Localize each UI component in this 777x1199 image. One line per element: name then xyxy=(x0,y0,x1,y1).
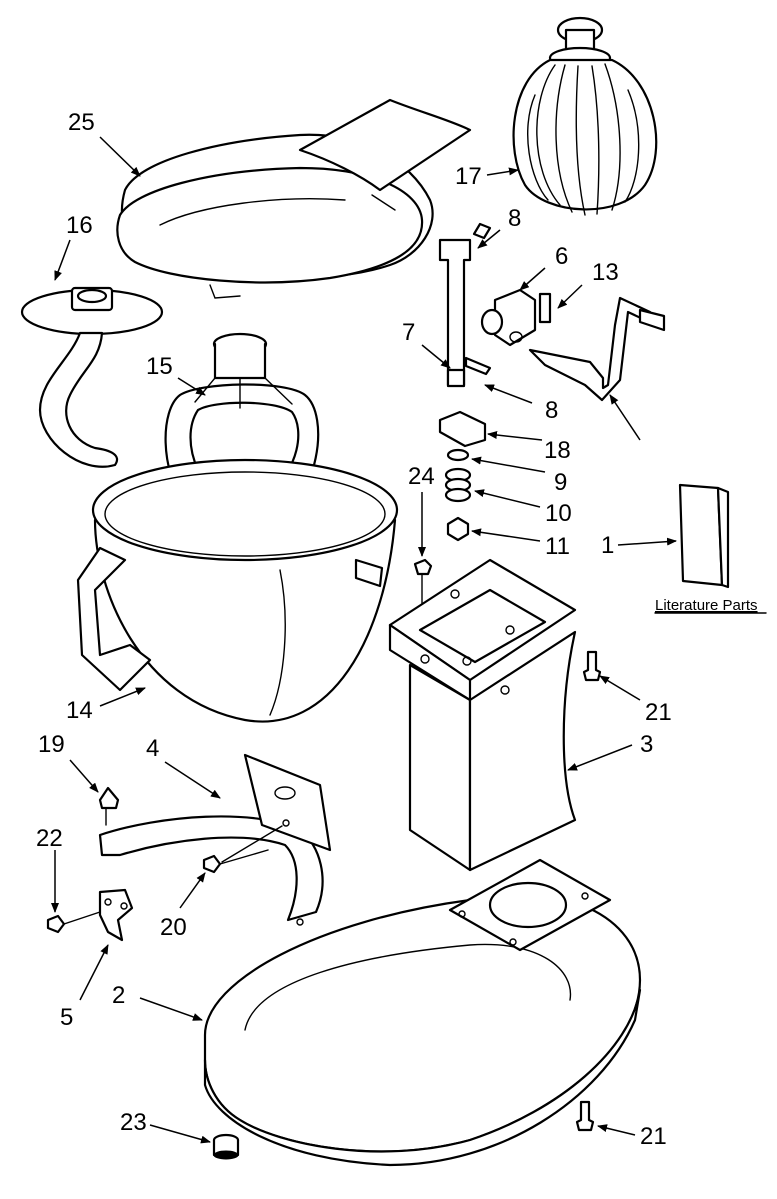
callout-7: 7 xyxy=(402,319,415,346)
part-screw-21-lower xyxy=(575,1100,595,1132)
callout-10: 10 xyxy=(545,500,572,527)
part-pouring-shield xyxy=(116,98,472,299)
callout-23: 23 xyxy=(120,1109,147,1136)
callout-20: 20 xyxy=(160,914,187,941)
part-dough-hook xyxy=(20,286,164,468)
callout-21-upper: 21 xyxy=(645,699,672,726)
callout-25: 25 xyxy=(68,109,95,136)
callout-4: 4 xyxy=(146,735,159,762)
part-screw-20 xyxy=(202,849,269,874)
part-screw-21-upper xyxy=(582,650,602,682)
part-base xyxy=(203,858,642,1167)
callout-8-lower: 8 xyxy=(545,397,558,424)
part-foot-23 xyxy=(212,1133,240,1160)
callout-13: 13 xyxy=(592,259,619,286)
callout-16: 16 xyxy=(66,212,93,239)
callout-24: 24 xyxy=(408,463,435,490)
callout-18: 18 xyxy=(544,437,571,464)
callout-11: 11 xyxy=(545,533,570,560)
part-literature xyxy=(678,483,730,589)
part-lift-linkage xyxy=(438,222,666,402)
literature-parts-label: Literature Parts xyxy=(655,597,758,614)
callout-2: 2 xyxy=(112,982,125,1009)
callout-1: 1 xyxy=(601,532,614,559)
callout-14: 14 xyxy=(66,697,93,724)
part-wire-whip xyxy=(512,16,658,216)
callout-15: 15 xyxy=(146,353,173,380)
callout-21-lower: 21 xyxy=(640,1123,667,1150)
callout-22: 22 xyxy=(36,825,63,852)
callout-19: 19 xyxy=(38,731,65,758)
callout-17: 17 xyxy=(455,163,482,190)
part-latch-5 xyxy=(98,888,134,942)
part-mixing-bowl xyxy=(76,458,399,723)
part-screw-22 xyxy=(46,911,101,934)
callout-6: 6 xyxy=(555,243,568,270)
callout-5: 5 xyxy=(60,1004,73,1031)
part-bumper-19 xyxy=(98,786,120,826)
part-height-adjust-stack xyxy=(438,410,487,542)
part-pedestal xyxy=(388,558,577,872)
callout-9: 9 xyxy=(554,469,567,496)
callout-3: 3 xyxy=(640,731,653,758)
callout-8-upper: 8 xyxy=(508,205,521,232)
callout-labels: 25 16 15 17 8 6 13 7 8 18 9 24 10 11 1 2… xyxy=(36,109,767,1150)
leader-lines xyxy=(51,136,677,1144)
part-bowl-clamp xyxy=(98,753,332,926)
